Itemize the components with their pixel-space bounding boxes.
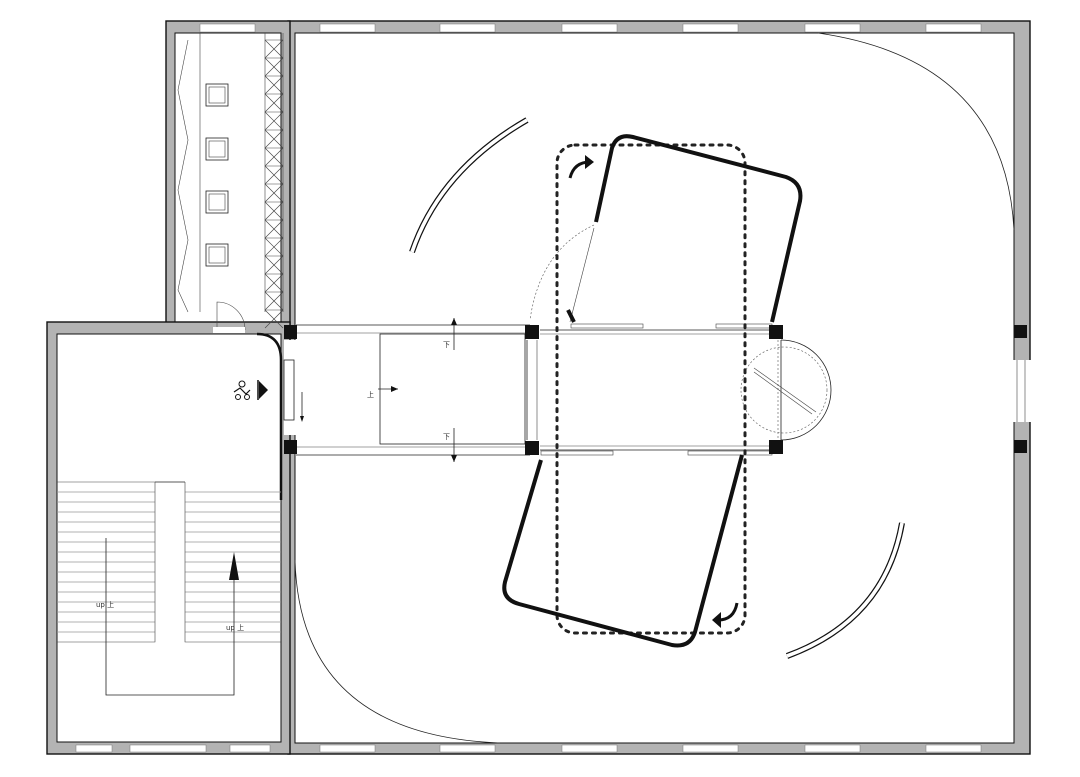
- ramp-down-label: 下: [443, 433, 450, 441]
- bridge: 下 下 上: [256, 318, 530, 500]
- stair-treads: [57, 491, 281, 633]
- window: [925, 23, 982, 33]
- zigzag-rail: [177, 39, 189, 313]
- door-leaf: [569, 227, 595, 323]
- rotation-envelope: [555, 143, 747, 635]
- truss-member: [264, 201, 284, 221]
- stair-edge: [184, 482, 281, 643]
- window: [439, 744, 496, 753]
- truss-member: [264, 219, 284, 239]
- display-niche: [205, 83, 229, 107]
- rotated-wall-top-stub: [566, 309, 576, 323]
- curved-arrow-clockwise-icon: [712, 602, 739, 628]
- truss-member: [264, 291, 284, 311]
- wheelchair-lift-icon: [233, 380, 268, 400]
- east-opening: [1013, 325, 1031, 453]
- column: [525, 325, 539, 339]
- truss-member: [264, 75, 284, 95]
- staircase: up 上 up 上: [57, 481, 281, 696]
- corridor-door-swing: [216, 301, 246, 331]
- column: [1014, 325, 1027, 338]
- truss-member: [264, 309, 284, 329]
- glass-panel: [570, 323, 644, 329]
- truss-member: [264, 111, 284, 131]
- arrow-up-icon: [229, 552, 239, 580]
- column: [1014, 440, 1027, 453]
- window: [319, 23, 376, 33]
- corridor-floor: [174, 32, 282, 329]
- display-niche: [205, 243, 229, 267]
- rotating-room-floor: [526, 325, 781, 455]
- column: [769, 440, 783, 454]
- display-niche-inner: [208, 246, 226, 264]
- stair-landing-gap: [155, 482, 185, 642]
- arrow-icon: [391, 386, 398, 392]
- truss-member: [264, 255, 284, 275]
- column: [525, 441, 539, 455]
- truss-member: [264, 273, 284, 293]
- turntable-door: [753, 367, 817, 413]
- display-niche: [205, 137, 229, 161]
- arrow-icon: [300, 416, 304, 422]
- turntable-edge: [780, 339, 832, 441]
- window: [682, 744, 739, 753]
- sweep-arc: [817, 32, 1015, 231]
- rotated-wall-bottom: [502, 454, 744, 648]
- curved-arrow-clockwise-icon: [568, 155, 594, 179]
- curved-screen-inner: [410, 118, 528, 253]
- glass-panel: [540, 450, 614, 456]
- stair-up-label: up 上: [96, 600, 114, 609]
- column: [284, 440, 297, 454]
- ramp-down-label: 下: [443, 341, 450, 349]
- ramp-up-label: 上: [367, 390, 374, 399]
- rotating-room: [284, 323, 832, 456]
- truss: [264, 39, 284, 329]
- door-swing-arc: [529, 224, 595, 321]
- turntable: [740, 346, 828, 434]
- curved-screen-inner: [786, 522, 904, 658]
- display-niche-inner: [208, 86, 226, 104]
- sliding-door: [283, 359, 295, 421]
- truss-member: [264, 183, 284, 203]
- truss-member: [264, 237, 284, 257]
- column: [769, 325, 783, 339]
- windows-top: [199, 23, 982, 33]
- rotated-wall-top: [594, 134, 803, 323]
- truss-member: [264, 165, 284, 185]
- window: [229, 744, 271, 753]
- column: [284, 325, 297, 339]
- turntable-door: [753, 371, 813, 415]
- truss-member: [264, 93, 284, 113]
- window: [199, 23, 256, 33]
- east-opening-gap: [1013, 360, 1031, 422]
- display-niche-inner: [208, 193, 226, 211]
- arrow-icon: [451, 318, 457, 325]
- window: [804, 744, 861, 753]
- sweep-arc: [294, 559, 501, 744]
- window: [129, 744, 207, 753]
- display-niche-inner: [208, 140, 226, 158]
- stair-hall-corner: [256, 332, 283, 500]
- arrow-icon: [451, 455, 457, 462]
- truss-member: [264, 57, 284, 77]
- stair-path: [105, 538, 235, 696]
- window: [561, 744, 618, 753]
- window: [561, 23, 618, 33]
- truss-member: [264, 129, 284, 149]
- truss-member: [264, 39, 284, 59]
- truss-member: [264, 147, 284, 167]
- window: [925, 744, 982, 753]
- corridor-detail: [177, 33, 284, 333]
- window: [439, 23, 496, 33]
- display-niche: [205, 190, 229, 214]
- stair-up-label: up 上: [226, 623, 244, 632]
- windows-bottom: [75, 744, 982, 753]
- window: [804, 23, 861, 33]
- window: [319, 744, 376, 753]
- window: [75, 744, 113, 753]
- bridge-opening: [284, 340, 296, 435]
- window: [682, 23, 739, 33]
